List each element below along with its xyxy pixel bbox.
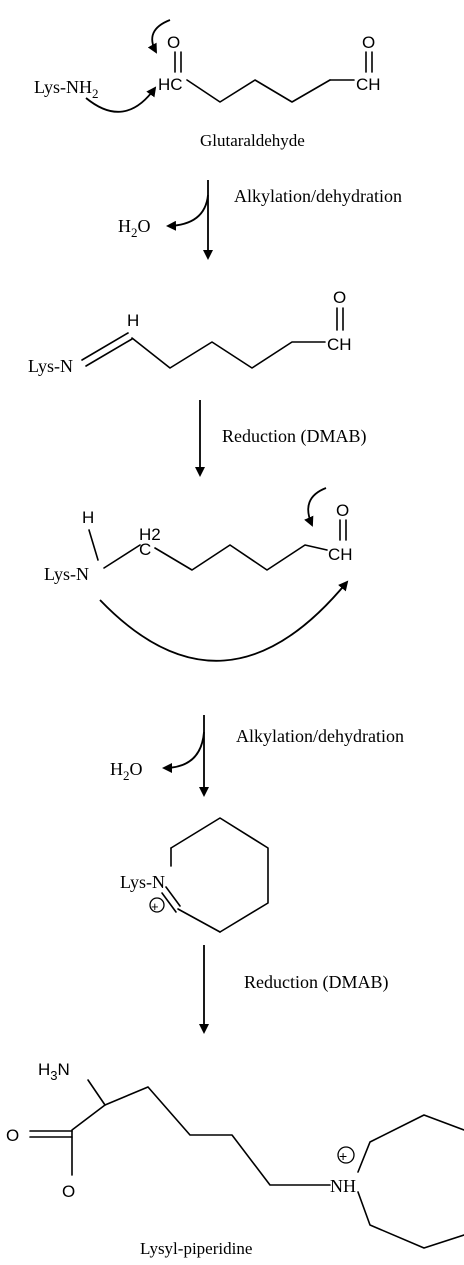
iminium-charge: + — [151, 899, 159, 914]
imine-nitrogen: Lys-N — [28, 356, 73, 376]
imine-oxygen: O — [333, 288, 346, 307]
cyclization-arrow — [99, 580, 349, 662]
water-byproduct-2: H2O — [110, 759, 143, 783]
hydroxyl-oxygen: O — [62, 1182, 75, 1201]
piperidinium-charge: + — [339, 1148, 347, 1164]
iminium-nitrogen: Lys-N — [120, 872, 165, 892]
carbonyl-arrow-2 — [304, 487, 327, 527]
lysyl-piperidine-label: Lysyl-piperidine — [140, 1239, 252, 1258]
glutaraldehyde-label: Glutaraldehyde — [200, 131, 305, 150]
step3-arrow — [162, 715, 209, 797]
ch2-carbon: C — [139, 540, 151, 559]
water-byproduct-1: H2O — [118, 216, 151, 240]
oxygen-right: O — [362, 33, 375, 52]
imine-h: H — [127, 311, 139, 330]
ch2-hydrogens: H2 — [139, 525, 161, 544]
carbonyl-oxygen: O — [6, 1126, 19, 1145]
piperidinium-nitrogen: NH — [330, 1176, 356, 1196]
lysyl-piperidine-structure: H3N O O NH + Lysyl-piperidine — [6, 1060, 464, 1258]
carbonyl-arrow-1 — [147, 19, 171, 54]
imine-aldehyde-carbon: CH — [327, 335, 352, 354]
glutaraldehyde-structure: O O HC CH Glutaraldehyde — [158, 33, 381, 150]
amino-group: H3N — [38, 1060, 70, 1083]
cyclic-iminium-structure: Lys-N + — [120, 817, 269, 933]
amine-oxygen: O — [336, 501, 349, 520]
amine-aldehyde-carbon: CH — [328, 545, 353, 564]
lysine-amine: Lys-NH2 — [34, 77, 99, 101]
step2-label: Reduction (DMAB) — [222, 426, 366, 447]
step1-label: Alkylation/dehydration — [234, 186, 402, 206]
aldehyde-carbon-left: HC — [158, 75, 183, 94]
amine-nitrogen: Lys-N — [44, 564, 89, 584]
aldehyde-carbon-right: CH — [356, 75, 381, 94]
oxygen-left: O — [167, 33, 180, 52]
amine-intermediate-structure: H Lys-N H2 C O CH — [44, 501, 353, 584]
imine-structure: Lys-N H O CH — [28, 288, 352, 376]
attack-arrow-1 — [85, 86, 157, 113]
amine-h: H — [82, 508, 94, 527]
step3-label: Alkylation/dehydration — [236, 726, 404, 746]
step4-label: Reduction (DMAB) — [244, 972, 388, 993]
step1-arrow — [166, 180, 213, 260]
